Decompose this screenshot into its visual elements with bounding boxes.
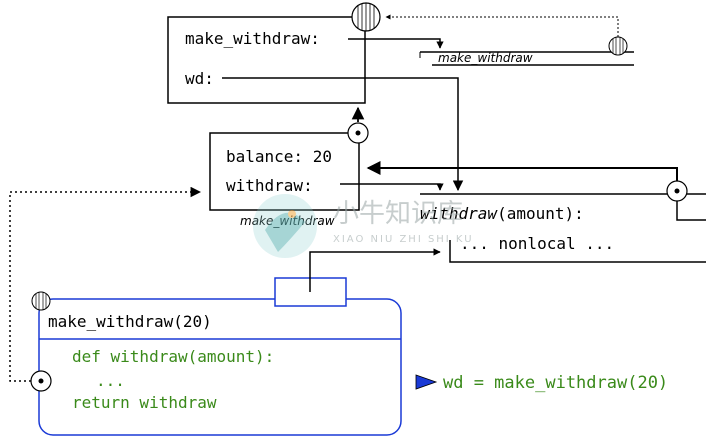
call-code-line-2: ... [96,371,125,390]
make-withdraw-function-object: make_withdraw [419,36,634,66]
parent-dot-icon [666,180,688,202]
watermark-logo-icon [253,194,317,258]
watermark-subtitle: XIAO NIU ZHI SHI KU [333,234,474,245]
play-arrow-icon [415,374,438,390]
local-binding-balance: balance: 20 [226,147,332,166]
globe-icon [351,2,381,32]
current-statement: wd = make_withdraw(20) [415,373,668,393]
global-binding-wd: wd: [185,69,214,88]
withdraw-body: ... nonlocal ... [460,234,614,253]
local-frame-box [209,132,360,211]
global-frame-box [167,16,366,104]
call-box: make_withdraw(20) def withdraw(amount): … [30,277,402,436]
arrow-make-withdraw-binding [348,38,444,49]
globe-small-icon [31,291,51,311]
watermark: 小牛知识库 XIAO NIU ZHI SHI KU [253,194,474,258]
withdraw-signature: withdraw(amount): [420,204,584,223]
call-code-line-1: def withdraw(amount): [72,347,274,366]
call-code-line-3: return withdraw [72,393,217,412]
arrow-withdraw-parent [366,161,678,181]
withdraw-function-object: withdraw(amount): ... nonlocal ... [420,180,706,263]
parent-pointer-dotted [385,14,619,37]
global-frame: make_withdraw: wd: [167,2,381,104]
statement-text: wd = make_withdraw(20) [443,373,668,393]
local-binding-withdraw: withdraw: [226,176,313,195]
arrow-return-value [309,248,441,292]
watermark-title: 小牛知识库 [333,199,463,229]
withdraw-signature-params: (amount): [497,204,584,223]
globe-small-icon [608,36,628,56]
withdraw-signature-name: withdraw [420,204,498,223]
arrow-wd-binding [222,77,464,192]
call-box-frame [38,298,402,436]
parent-dot-icon [30,370,52,392]
arrow-call-frame-dotted [9,186,202,382]
local-frame: balance: 20 withdraw: make_withdraw [209,122,369,228]
make-withdraw-function-label: make_withdraw [438,51,533,65]
global-binding-make-withdraw: make_withdraw: [185,29,320,48]
parent-dot-icon [347,122,369,144]
arrow-withdraw-binding [340,183,444,191]
call-box-title: make_withdraw(20) [48,312,212,331]
